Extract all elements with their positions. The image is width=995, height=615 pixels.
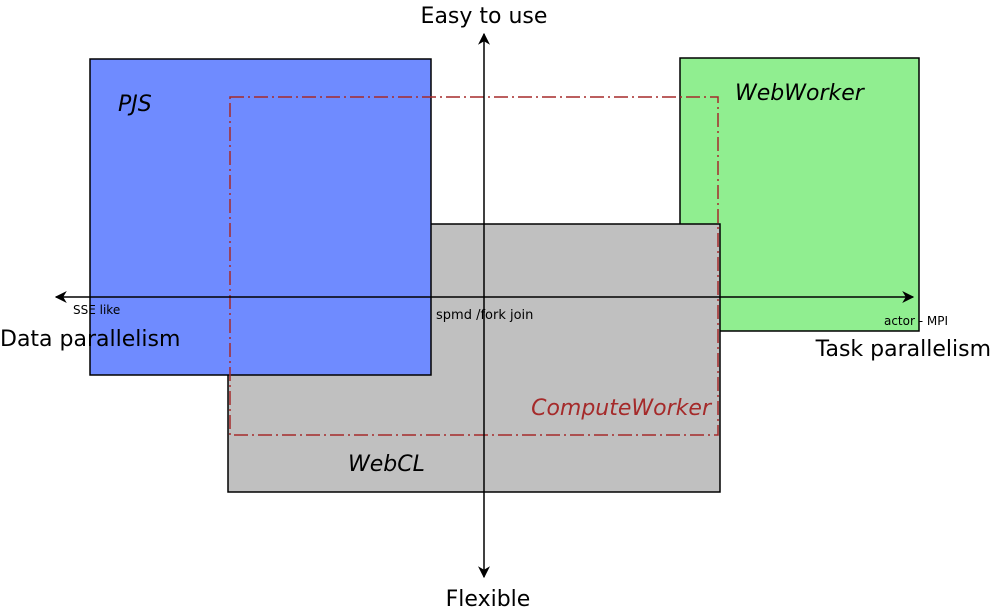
- axis-label-top: Easy to use: [421, 4, 548, 29]
- axis-point-right: actor - MPI: [884, 314, 948, 328]
- axis-label-left: Data parallelism: [0, 327, 180, 352]
- webcl-label: WebCL: [348, 452, 425, 477]
- axis-point-left: SSE like: [73, 303, 120, 317]
- pjs-label: PJS: [118, 92, 152, 117]
- webworker-label: WebWorker: [735, 81, 866, 106]
- pjs-region: [89, 58, 432, 376]
- computeworker-label: ComputeWorker: [531, 396, 713, 421]
- axis-label-right: Task parallelism: [815, 337, 991, 362]
- axis-point-center: spmd /fork join: [436, 308, 533, 323]
- axis-label-bottom: Flexible: [446, 587, 531, 612]
- computeworker-region: [229, 96, 719, 436]
